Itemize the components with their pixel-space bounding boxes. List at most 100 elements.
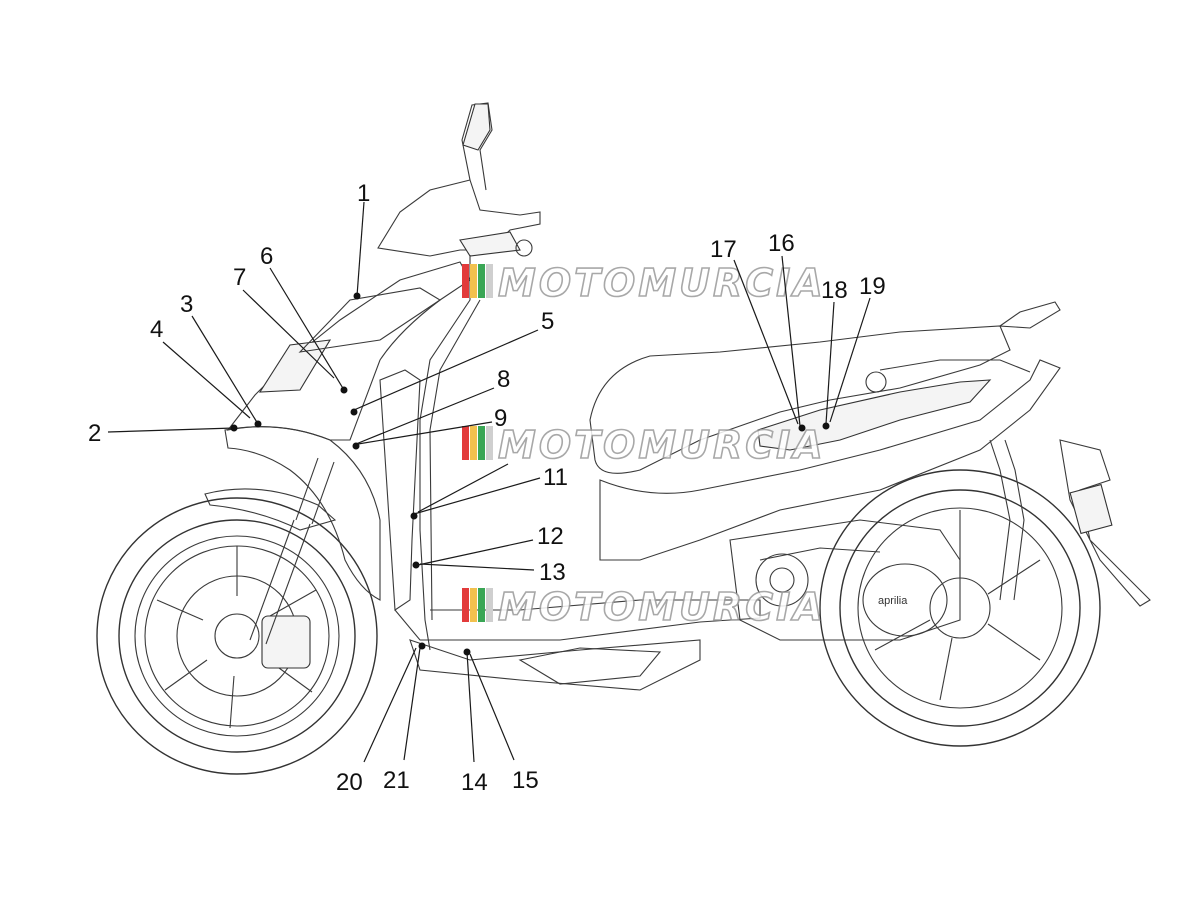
callout-point-21 xyxy=(418,642,426,650)
watermark-stripe xyxy=(470,264,477,298)
watermark-stripe xyxy=(486,264,493,298)
leader-line-1 xyxy=(356,201,365,297)
front-fender xyxy=(204,488,337,531)
watermark-stripe xyxy=(478,588,485,622)
watermark-middle: MOTOMURCIA xyxy=(462,422,826,468)
callout-12: 12 xyxy=(537,523,564,550)
watermark-bottom: MOTOMURCIA xyxy=(462,584,826,630)
seat xyxy=(589,325,1011,474)
brand-logo-text: aprilia xyxy=(878,595,908,607)
leader-line-15 xyxy=(469,653,515,761)
watermark-stripe xyxy=(462,426,469,460)
callout-point-1 xyxy=(353,292,361,300)
callout-16: 16 xyxy=(768,230,795,257)
leader-line-21 xyxy=(403,647,421,761)
fuel-cap xyxy=(865,371,887,393)
leader-line-3 xyxy=(191,315,259,425)
watermark-stripe xyxy=(478,264,485,298)
watermark-stripe xyxy=(470,588,477,622)
lower-vent xyxy=(518,647,662,685)
callout-point-16 xyxy=(798,424,806,432)
watermark-stripe xyxy=(462,588,469,622)
leader-line-17 xyxy=(733,259,799,425)
handlebar-assembly xyxy=(377,102,541,257)
callout-point-12 xyxy=(412,561,420,569)
callout-20: 20 xyxy=(336,769,363,796)
watermark-stripe xyxy=(486,426,493,460)
rear-side-panel xyxy=(757,379,992,451)
watermark-text: MOTOMURCIA xyxy=(498,261,826,305)
callout-14: 14 xyxy=(461,769,488,796)
callout-point-6 xyxy=(340,386,348,394)
callout-6: 6 xyxy=(260,243,273,270)
callout-point-8 xyxy=(352,442,360,450)
front-wheel xyxy=(96,497,378,775)
rear-grab-handle xyxy=(998,301,1061,329)
front-cowl xyxy=(226,261,471,441)
leader-line-6 xyxy=(269,267,345,391)
leader-line-8 xyxy=(355,387,495,445)
callout-18: 18 xyxy=(821,277,848,304)
leader-line-20 xyxy=(363,647,417,763)
callout-15: 15 xyxy=(512,767,539,794)
frame-front xyxy=(419,255,471,651)
side-skirt xyxy=(409,639,701,691)
rear-shock-inner xyxy=(1004,439,1025,601)
front-panel-upper xyxy=(298,287,442,353)
rear-wheel xyxy=(819,469,1101,747)
tail-line xyxy=(879,359,1031,373)
frame-front-inner xyxy=(429,299,481,621)
rear-shock xyxy=(989,439,1011,601)
watermark-stripe xyxy=(462,264,469,298)
callout-point-11 xyxy=(410,512,418,520)
callout-point-5 xyxy=(350,408,358,416)
leg-shield-panel xyxy=(379,369,421,611)
watermark-top: MOTOMURCIA xyxy=(462,260,826,306)
engine-transmission: aprilia xyxy=(729,519,961,641)
callout-3: 3 xyxy=(180,291,193,318)
leader-line-5 xyxy=(353,329,539,411)
leader-line-11 xyxy=(413,477,541,515)
callout-point-14 xyxy=(463,648,471,656)
leader-line-14 xyxy=(466,651,475,763)
callout-13: 13 xyxy=(539,559,566,586)
floorboard xyxy=(394,599,761,641)
callout-21: 21 xyxy=(383,767,410,794)
callout-11: 11 xyxy=(543,464,568,491)
leader-line-7 xyxy=(242,289,335,379)
callout-8: 8 xyxy=(497,366,510,393)
callout-4: 4 xyxy=(150,316,163,343)
callout-9: 9 xyxy=(494,405,507,432)
license-plate-holder xyxy=(1069,483,1113,535)
callout-point-2 xyxy=(230,424,238,432)
leader-line-16 xyxy=(781,255,801,427)
leader-line-12 xyxy=(417,539,534,566)
callout-7: 7 xyxy=(233,264,246,291)
callout-point-3 xyxy=(254,420,262,428)
leader-line-11b xyxy=(417,463,509,513)
callout-5: 5 xyxy=(541,308,554,335)
callout-1: 1 xyxy=(357,180,370,207)
callout-17: 17 xyxy=(710,236,737,263)
leader-line-4 xyxy=(162,341,251,419)
watermark-stripe xyxy=(470,426,477,460)
leader-line-19 xyxy=(829,297,871,423)
leader-line-2 xyxy=(107,427,235,433)
rear-mudguard xyxy=(1059,439,1151,607)
scooter-drawing: aprilia xyxy=(96,102,1151,775)
watermark-stripe xyxy=(486,588,493,622)
leader-line-18 xyxy=(825,301,835,425)
watermark-stripe xyxy=(478,426,485,460)
callout-point-18 xyxy=(822,422,830,430)
leader-line-9 xyxy=(357,421,493,445)
callout-2: 2 xyxy=(88,420,101,447)
leader-line-13 xyxy=(419,563,535,571)
callout-19: 19 xyxy=(859,273,886,300)
callouts: 1 2 3 4 5 6 7 8 9 11 xyxy=(88,180,886,796)
front-fork xyxy=(249,457,335,645)
watermark-text: MOTOMURCIA xyxy=(498,423,826,467)
headlight xyxy=(258,339,332,393)
watermark-text: MOTOMURCIA xyxy=(498,585,826,629)
rear-body xyxy=(599,359,1061,561)
